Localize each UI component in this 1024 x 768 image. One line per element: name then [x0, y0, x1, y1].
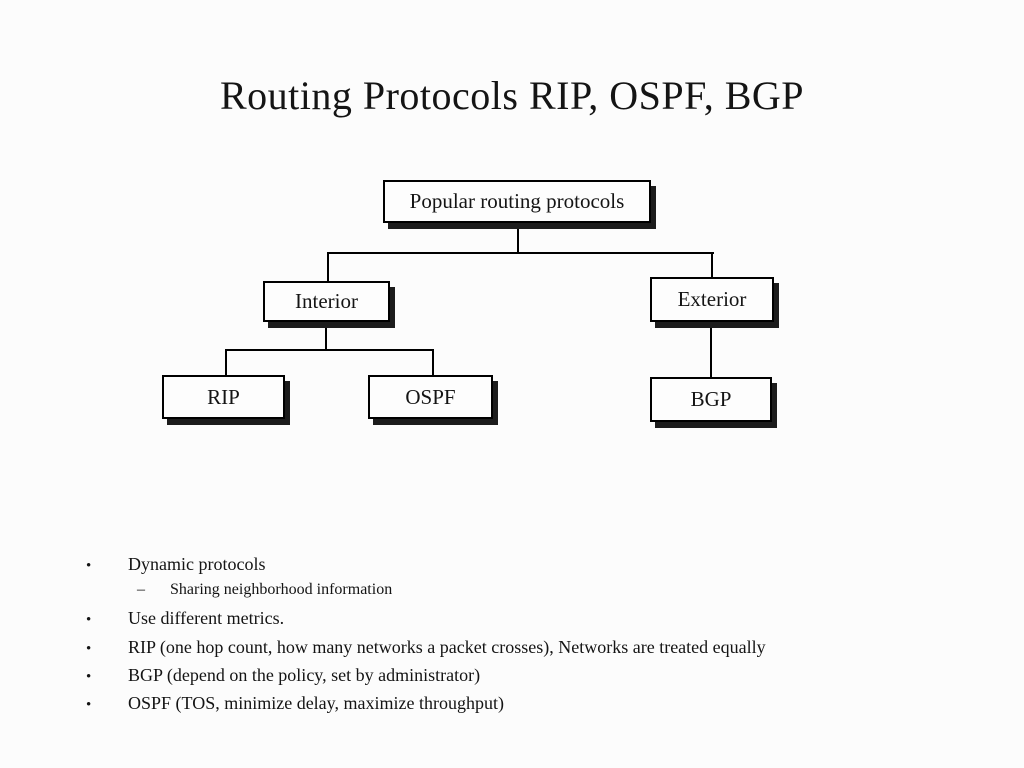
slide-title: Routing Protocols RIP, OSPF, BGP [219, 73, 805, 118]
node-label: RIP [207, 384, 240, 409]
bullet-item: • OSPF (TOS, minimize delay, maximize thr… [86, 690, 504, 718]
connector-interior-stem-top [327, 252, 329, 282]
node-label: BGP [690, 387, 732, 411]
bullet-text: Sharing neighborhood information [170, 581, 393, 598]
connector-root-stem [517, 223, 519, 253]
bullet-item: • RIP (one hop count, how many networks a… [86, 634, 766, 662]
bullet-item: • Use different metrics. [86, 605, 284, 633]
node-label: Interior [295, 289, 358, 313]
node-exterior: Exterior [650, 277, 774, 322]
connector-exterior-stem-top [711, 252, 713, 278]
bullet-text: RIP (one hop count, how many networks a … [128, 637, 766, 657]
node-popular-routing-protocols: Popular routing protocols [383, 180, 651, 223]
connector-interior-stem-bottom [325, 321, 327, 351]
connector-level2-hbar [225, 349, 434, 351]
node-ospf: OSPF [368, 375, 493, 419]
node-bgp: BGP [650, 377, 772, 422]
connector-ospf-stem [432, 349, 434, 376]
bullet-marker: • [86, 612, 92, 628]
node-rip: RIP [162, 375, 285, 419]
node-interior: Interior [263, 281, 390, 322]
bullet-text: Dynamic protocols [128, 554, 266, 574]
connector-level1-hbar [327, 252, 714, 254]
bullet-text: OSPF (TOS, minimize delay, maximize thro… [128, 693, 504, 713]
bullet-marker: • [86, 697, 92, 713]
node-label: OSPF [405, 384, 456, 409]
bullet-marker: • [86, 558, 92, 574]
bullet-item: • BGP (depend on the policy, set by admin… [86, 662, 480, 690]
node-label: Exterior [677, 287, 747, 311]
bullet-marker: • [86, 669, 92, 685]
connector-exterior-bgp-stem [710, 320, 712, 378]
bullet-text: Use different metrics. [128, 608, 285, 628]
bullet-marker: • [86, 641, 92, 657]
bullet-subitem: – Sharing neighborhood information [137, 578, 392, 602]
bullet-item: • Dynamic protocols [86, 551, 265, 579]
node-label: Popular routing protocols [409, 189, 625, 213]
bullet-text: BGP (depend on the policy, set by admini… [128, 665, 481, 685]
connector-rip-stem [225, 349, 227, 376]
dash-marker: – [137, 581, 145, 598]
